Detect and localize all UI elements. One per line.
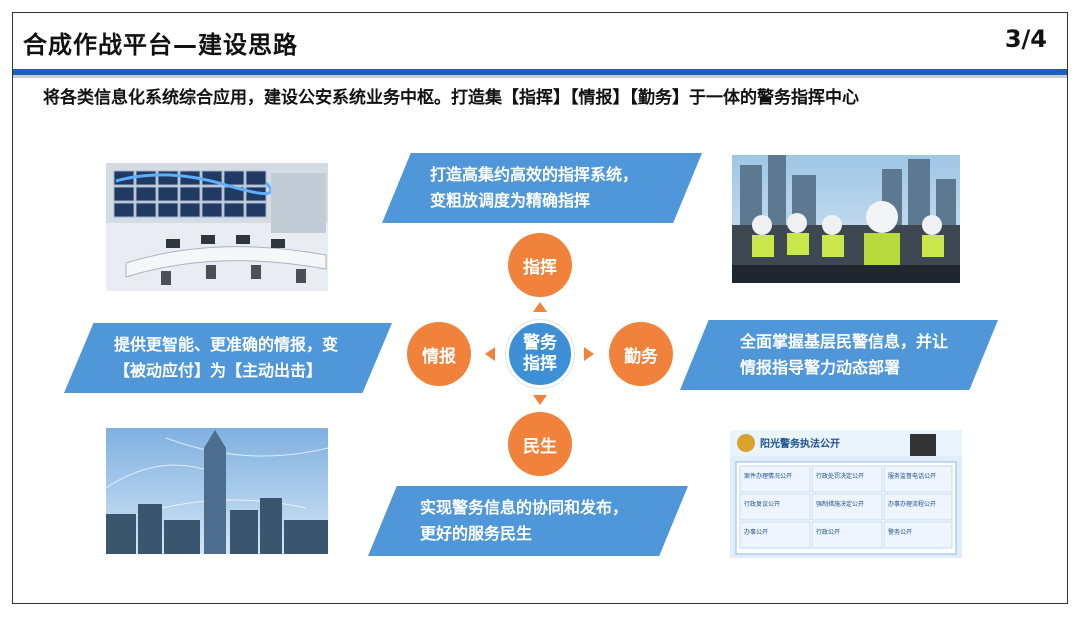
portal-tile: 行政公开 — [816, 528, 840, 536]
banner-livelihood: 实现警务信息的协同和发布， 更好的服务民生 — [368, 486, 688, 556]
portal-tile: 强制措施决定公开 — [816, 500, 864, 508]
portal-title: 阳光警务执法公开 — [760, 437, 840, 450]
circle-duty: 勤务 — [609, 322, 673, 386]
banner-command-line2: 变粗放调度为精确指挥 — [430, 191, 591, 210]
slide-title: 合成作战平台—建设思路 — [23, 31, 298, 59]
center-line1: 警务 — [523, 333, 557, 353]
portal-tile: 案件办理情况公开 — [744, 472, 792, 480]
banner-intelligence-line2: 【被动应付】为【主动出击】 — [114, 361, 323, 380]
page-number: 3/4 — [1004, 25, 1047, 53]
banner-duty-line1: 全面掌握基层民警信息，并让 — [740, 332, 949, 351]
arrow-up-icon — [533, 302, 547, 312]
title-rule — [13, 69, 1067, 75]
banner-command: 打造高集约高效的指挥系统， 变粗放调度为精确指挥 — [382, 153, 702, 223]
arrow-left-icon — [485, 347, 495, 361]
portal-tile: 办事办理流程公开 — [888, 500, 936, 508]
photo-police-motorcade — [732, 155, 960, 283]
photo-smart-city — [106, 428, 328, 554]
portal-tile: 警务公开 — [888, 528, 912, 536]
portal-tile: 服务监督电话公开 — [888, 472, 936, 480]
banner-intelligence-line1: 提供更智能、更准确的情报，变 — [114, 335, 339, 354]
circle-livelihood: 民生 — [508, 412, 572, 476]
photo-police-portal: 阳光警务执法公开 案件办理情况公开 行政处罚决定公开 服务监督电话公开 行政复议… — [730, 430, 962, 558]
banner-duty-line2: 情报指导警力动态部署 — [740, 358, 901, 377]
portal-tile: 行政复议公开 — [744, 500, 780, 508]
circle-intelligence: 情报 — [407, 322, 471, 386]
banner-duty: 全面掌握基层民警信息，并让 情报指导警力动态部署 — [680, 320, 998, 390]
banner-livelihood-line2: 更好的服务民生 — [420, 524, 533, 543]
arrow-down-icon — [533, 395, 547, 405]
portal-tile: 办事公开 — [744, 528, 768, 536]
banner-livelihood-line1: 实现警务信息的协同和发布， — [420, 498, 629, 517]
portal-tile: 行政处罚决定公开 — [816, 472, 864, 480]
arrow-right-icon — [584, 347, 594, 361]
center-line2: 指挥 — [523, 354, 557, 374]
title-rule-shadow — [13, 75, 1067, 78]
circle-command: 指挥 — [508, 233, 572, 297]
banner-command-line1: 打造高集约高效的指挥系统， — [430, 165, 639, 184]
banner-intelligence: 提供更智能、更准确的情报，变 【被动应付】为【主动出击】 — [64, 323, 392, 393]
slide-subtitle: 将各类信息化系统综合应用，建设公安系统业务中枢。打造集【指挥】【情报】【勤务】于… — [43, 88, 859, 108]
circle-police-command: 警务 指挥 — [506, 320, 574, 388]
photo-command-center — [106, 163, 328, 291]
